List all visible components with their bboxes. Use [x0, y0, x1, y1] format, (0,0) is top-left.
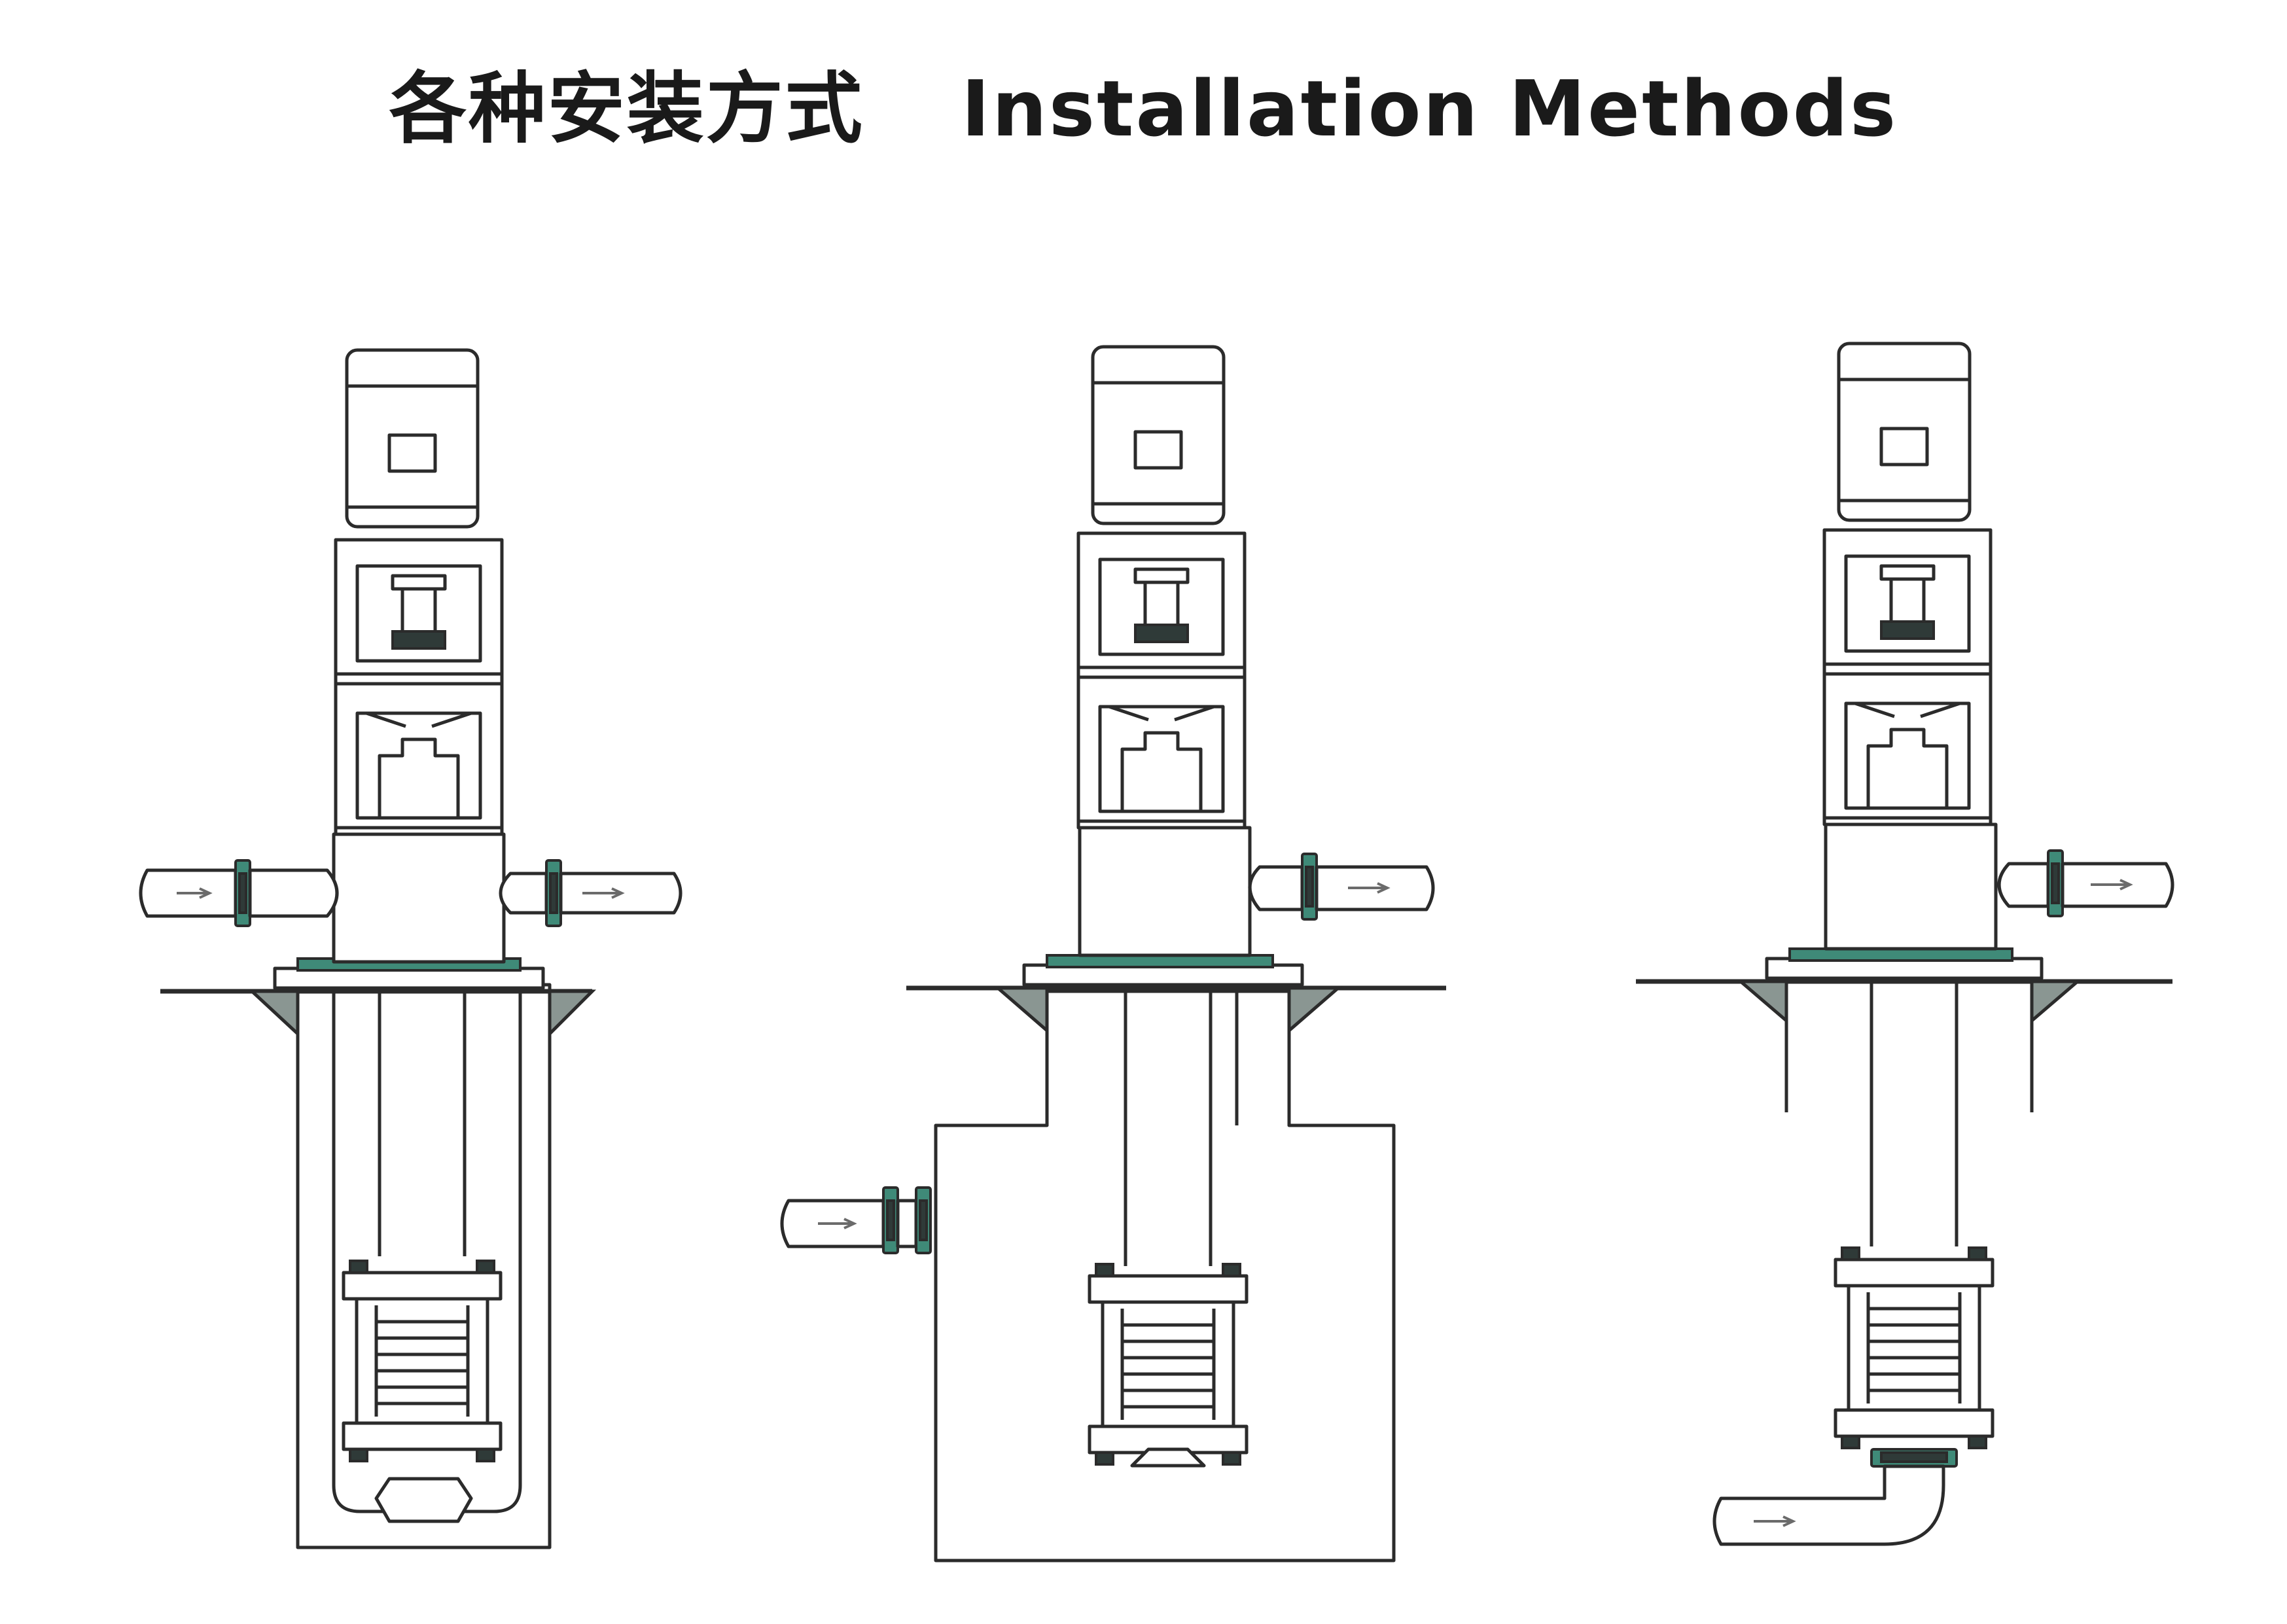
- installation-method-1: [139, 350, 683, 1549]
- installation-method-2: [780, 347, 1446, 1562]
- support-bracket: [548, 989, 597, 1038]
- pump-strainer: [1835, 1248, 1993, 1448]
- pump-strainer: [344, 1261, 501, 1461]
- title-zh: 各种安装方式: [389, 63, 864, 154]
- title-en: Installation Methods: [961, 63, 1898, 154]
- support-bracket: [1287, 986, 1343, 1034]
- support-bracket: [2030, 980, 2082, 1025]
- tank: [296, 983, 552, 1549]
- suction-elbow-pipe: [1712, 1464, 1945, 1546]
- installation-method-3: [1636, 344, 2174, 1546]
- support-bracket: [993, 986, 1049, 1034]
- page-title: 各种安装方式 Installation Methods: [0, 46, 2287, 158]
- support-bracket: [1736, 980, 1788, 1025]
- pump-strainer: [1090, 1264, 1247, 1464]
- support-bracket: [247, 989, 300, 1038]
